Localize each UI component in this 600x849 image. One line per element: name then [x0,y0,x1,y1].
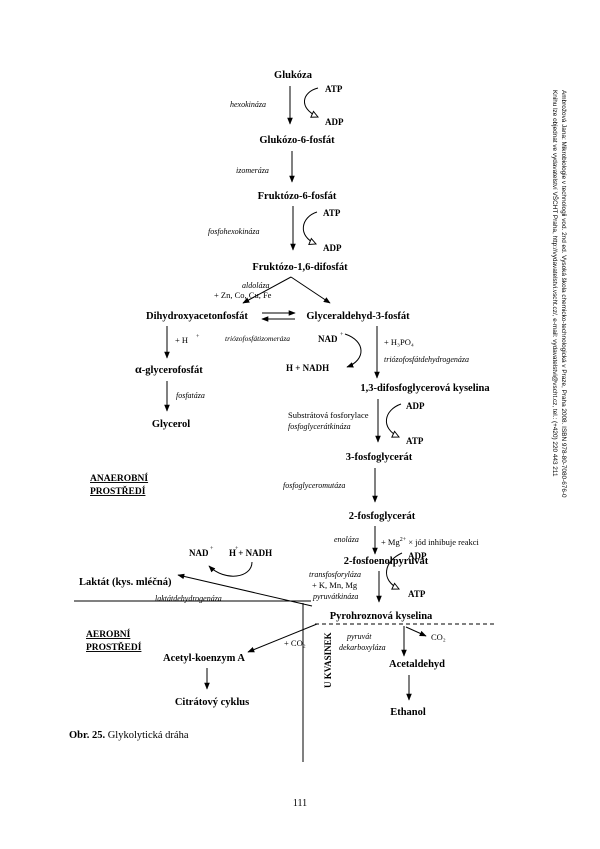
label-aerobni-2: PROSTŘEDÍ [86,641,142,653]
atp-label-1: ATP [325,84,343,94]
node-f6p: Fruktózo-6-fosfát [258,191,337,202]
h-plus-label: + H [175,335,188,345]
adp-label-3: ADP [406,401,425,411]
h-plus-sup-2: + [235,546,239,552]
aldolaza-cofactors: + Zn, Co, Cu, Fe [214,290,272,300]
node-gap: Glyceraldehyd-3-fosfát [306,311,410,322]
margin-citation-line1: Ambrožová Jana: Mikrobiologie v technolo… [560,90,567,498]
label-anaerobni-2: PROSTŘEDÍ [90,485,146,497]
label-substratova-fosforylace: Substrátová fosforylace [288,410,369,420]
co2-label-1: + CO₂ [284,638,306,648]
nadh-label-2: H + NADH [229,548,272,558]
enzyme-pyruvat-line2: dekarboxyláza [339,643,386,652]
enzyme-hexokinaza: hexokináza [230,100,266,109]
h3po4-label: + H₃PO₄ [384,337,414,347]
atp-label-2: ATP [323,208,341,218]
adp-label-1: ADP [325,117,344,127]
cofactor-arrow-nadh-nad [208,561,253,577]
node-pg3: 3-fosfoglycerát [346,452,413,463]
arrow-f16bp-gap [290,276,331,304]
nad-plus-1: + [340,332,344,338]
node-acetylcoa: Acetyl-koenzym A [163,653,245,664]
node-pyruvat: Pyrohroznová kyselina [330,611,433,622]
nad-plus-2: + [210,546,214,552]
cofactor-arrow-adp-atp-2 [386,552,403,589]
node-citrat: Citrátový cyklus [175,697,249,708]
k-mn-mg-label: + K, Mn, Mg [312,580,358,590]
caption-label: Obr. 25. [69,730,106,741]
enzyme-enolaza: enoláza [334,535,359,544]
co2-label-2: CO₂ [431,632,446,642]
margin-citation-line2: Knihu lze objednat ve vydavatelství VŠCH… [551,90,558,477]
node-f16bp: Fruktózo-1,6-difosfát [252,262,348,273]
enzyme-fosfoglyceromutaza: fosfoglyceromutáza [283,481,345,490]
node-ethanol: Ethanol [390,707,426,718]
node-g6p: Glukózo-6-fosfát [259,135,335,146]
node-bpg13: 1,3-difosfoglycerová kyselina [360,383,490,394]
enzyme-triozofosfatizomeraza: triózofosfátizomeráza [225,334,290,343]
enzyme-pyruvat-line1: pyruvát [346,632,372,641]
enzyme-transfosforylaza: transfosforyláza [309,570,361,579]
node-glukoza: Glukóza [274,70,313,81]
atp-label-3: ATP [406,436,424,446]
enzyme-izomeraza: izomeráza [236,166,269,175]
figure-caption: Obr. 25. Glykolytická dráha [69,730,188,741]
enzyme-triozofosfatdehydrogenaza: triózofosfátdehydrogenáza [384,355,469,364]
cofactor-arrow-atp-adp-1 [304,87,318,117]
label-anaerobni-1: ANAEROBNÍ [90,472,148,484]
h-plus-sup: + [196,334,200,340]
enzyme-aldolaza: aldoláza [242,281,270,290]
node-pep: 2-fosfoenolpyruvát [344,556,429,567]
arrow-f16bp-dhap [242,276,292,304]
mg-label: + Mg2+ × jód inhibuje reakci [381,537,480,547]
arrow-co2-release [405,626,427,637]
nad-label-1: NAD [318,334,338,344]
node-dhap: Dihydroxyacetonfosfát [146,311,248,322]
caption-text: Glykolytická dráha [105,730,189,741]
cofactor-arrow-nad-1 [344,333,362,368]
nadh-label-1: H + NADH [286,363,329,373]
label-u-kvasinek: U KVASINEK [323,632,333,688]
node-glycerofosfat: α-glycerofosfát [135,362,203,376]
page-number: 111 [292,798,308,809]
adp-label-2: ADP [323,243,342,253]
atp-label-4: ATP [408,589,426,599]
node-glycerol: Glycerol [152,419,190,430]
enzyme-laktatdehydrogenaza: laktátdehydrogenáza [155,594,222,603]
node-pg2: 2-fosfoglycerát [349,511,416,522]
enzyme-fosfoglyceratkinaza: fosfoglycerátkináza [288,422,351,431]
enzyme-fosfohexokinaza: fosfohexokináza [208,227,260,236]
node-laktat: Laktát (kys. mléčná) [79,577,172,588]
nad-label-2: NAD [189,548,209,558]
arrow-pyruvat-acetylcoa [247,623,318,653]
cofactor-arrow-atp-adp-2 [302,211,318,244]
enzyme-fosfataza: fosfatáza [176,391,205,400]
node-acetaldehyd: Acetaldehyd [389,659,445,670]
cofactor-arrow-adp-atp-1 [386,403,402,437]
adp-label-4: ADP [408,551,427,561]
label-aerobni-1: AEROBNÍ [86,628,131,640]
enzyme-pyruvatkinaza: pyruvátkináza [312,592,358,601]
